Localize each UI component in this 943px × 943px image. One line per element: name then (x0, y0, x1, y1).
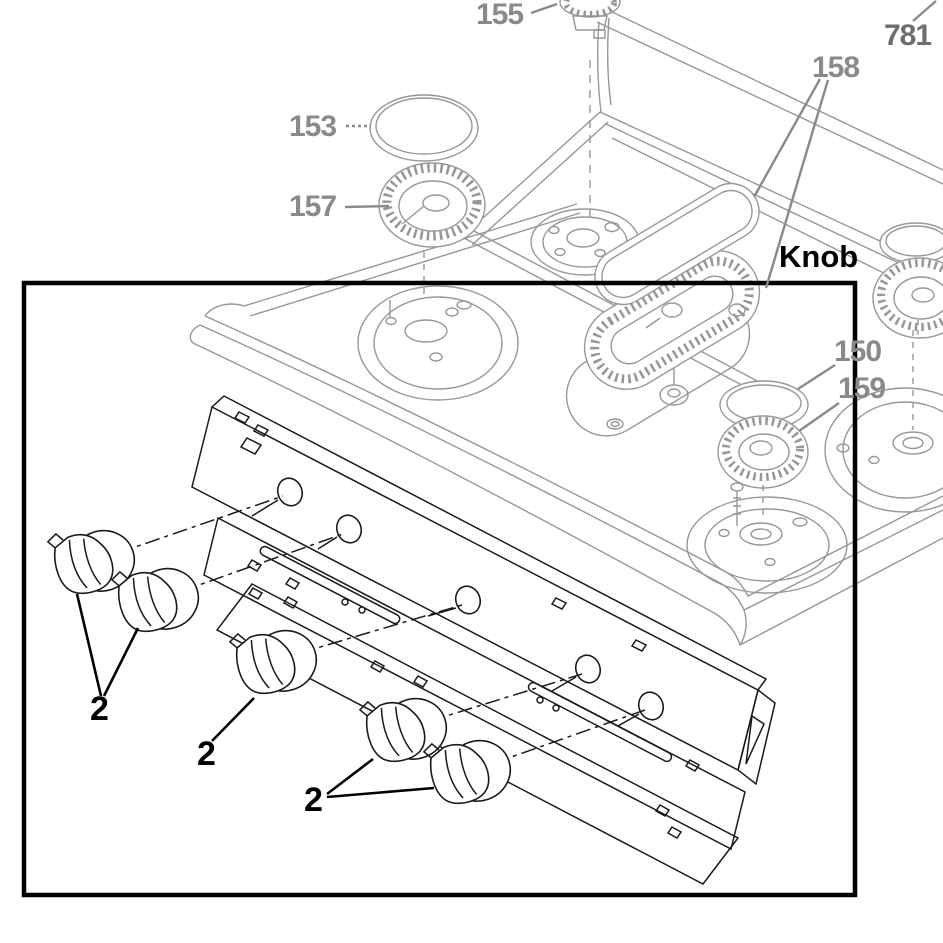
burner-box-wall (462, 18, 943, 400)
arrow-qty-left-b (104, 628, 138, 696)
control-knob (110, 551, 206, 642)
control-panel-face (192, 396, 775, 784)
burner-head-157 (379, 163, 485, 294)
oval-burner-ring-details (646, 303, 745, 328)
leader-157 (345, 206, 389, 207)
manifold-bracket (204, 518, 745, 849)
control-knob (46, 513, 142, 604)
leader-158-a (754, 79, 820, 197)
control-panel-assembly (46, 396, 775, 884)
part-label-150: 150 (834, 335, 882, 368)
arrow-qty-center (212, 698, 254, 741)
arrow-qty-right-b (327, 788, 434, 797)
arrow-qty-left-a (77, 594, 101, 696)
rear-right-burner-cap (880, 223, 943, 263)
control-knobs (46, 513, 518, 814)
part-label-158: 158 (812, 51, 860, 84)
cooktop-line-art (190, 0, 943, 645)
lower-mounting-sheet (217, 584, 738, 884)
front-right-burner-base (687, 497, 847, 593)
igniter-assembly-155 (560, 0, 620, 225)
burner-head-159 (718, 416, 808, 526)
leader-158-b (766, 80, 828, 288)
qty-label-right: 2 (304, 781, 323, 819)
cooktop-front-edge (190, 316, 943, 645)
part-label-781: 781 (884, 19, 932, 52)
leader-lines (77, 1, 936, 797)
arrow-qty-right-a (327, 759, 373, 794)
right-front-burner-base (825, 330, 943, 512)
front-left-burner-base (358, 286, 518, 400)
part-label-157: 157 (289, 190, 337, 223)
knob-stem-holes (252, 475, 667, 726)
leader-155 (531, 4, 557, 13)
leader-150 (798, 365, 835, 389)
callout-box (24, 283, 855, 895)
part-label-155: 155 (476, 0, 524, 31)
oval-burner-igniter (607, 360, 688, 429)
part-label-159: 159 (838, 372, 886, 405)
qty-label-center: 2 (197, 735, 216, 773)
control-knob (358, 681, 454, 772)
leader-159 (799, 403, 839, 431)
qty-label-left: 2 (90, 690, 109, 728)
burner-cap-153 (370, 95, 478, 161)
rear-right-burner-head (873, 258, 943, 340)
control-knob (422, 723, 518, 814)
part-label-153: 153 (289, 110, 337, 143)
cooktop-left-edge (205, 204, 580, 316)
leader-781 (913, 1, 936, 21)
cooktop-back-edge (597, 10, 943, 184)
knob-centerlines (118, 496, 645, 763)
control-knob (228, 613, 324, 704)
knob-label: Knob (779, 239, 859, 274)
